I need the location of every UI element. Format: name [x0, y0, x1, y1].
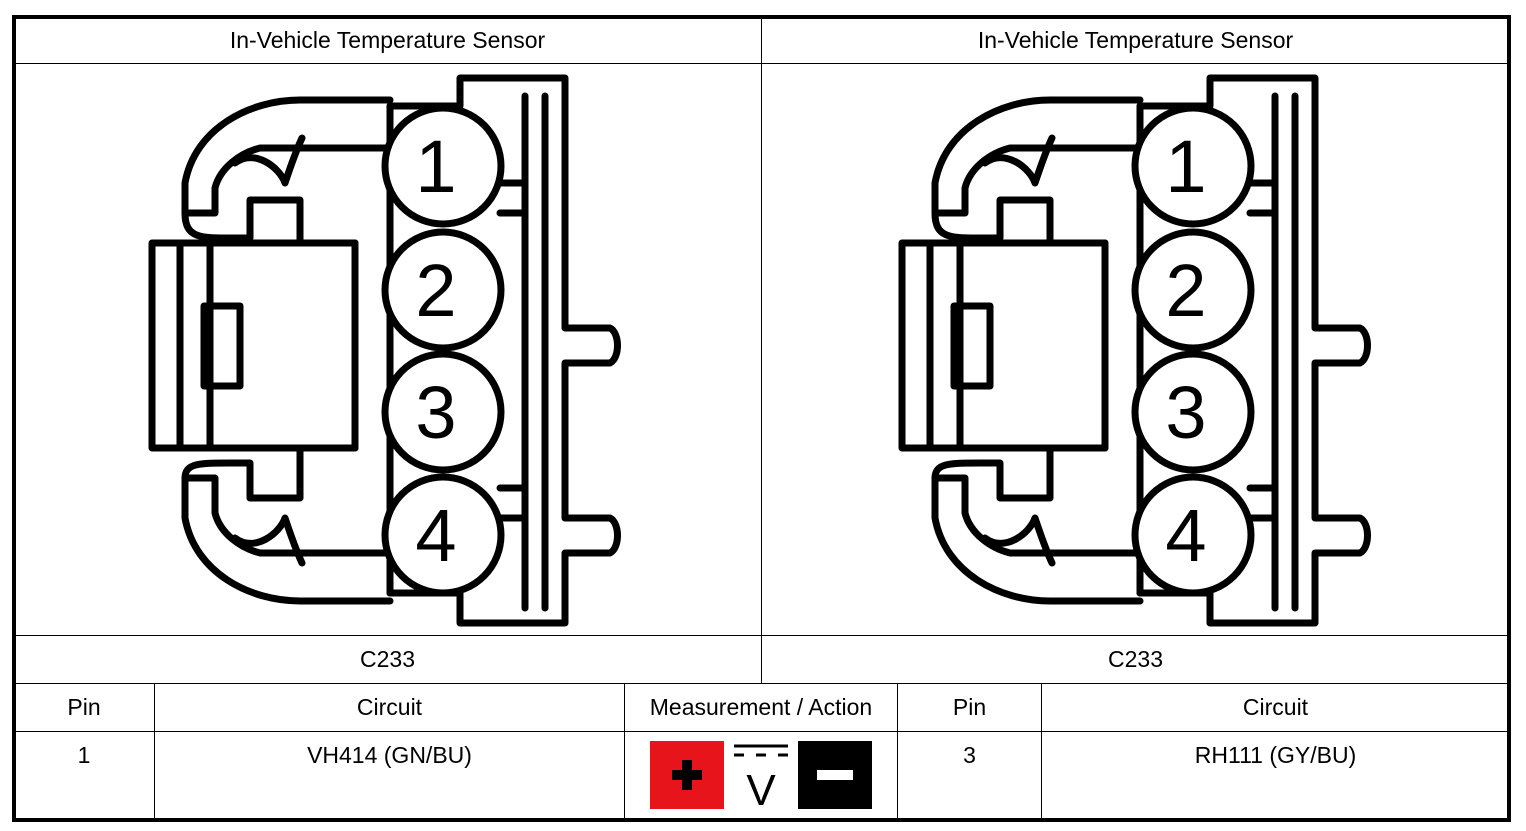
sensor-element-icon — [950, 302, 994, 390]
divider — [154, 683, 155, 819]
measurement-action-icons: V — [650, 741, 872, 815]
connector-body-outline — [148, 239, 359, 452]
divider — [624, 683, 625, 819]
terminal-cavity-frame — [496, 179, 529, 217]
divider — [14, 731, 1509, 732]
divider — [1041, 683, 1042, 819]
latch-clip — [231, 134, 306, 187]
pin-cavity-2 — [1131, 228, 1255, 352]
pin-cavity-4 — [1131, 473, 1255, 597]
terminal-cavity-frame — [1136, 74, 1371, 627]
minus-probe-icon — [798, 741, 872, 809]
header-measurement: Measurement / Action — [649, 694, 873, 720]
header-circuit-left: Circuit — [356, 694, 423, 720]
right-connector-diagram: 1 2 3 4 — [898, 74, 1371, 627]
divider — [897, 683, 898, 819]
right-connector-title: In-Vehicle Temperature Sensor — [977, 26, 1294, 53]
row-circuit-right: RH111 (GY/BU) — [1194, 742, 1357, 768]
sensor-element-icon — [200, 302, 244, 390]
pin-cavity-2 — [381, 228, 505, 352]
header-pin-right: Pin — [952, 694, 987, 720]
latch-clip — [981, 134, 1056, 187]
terminal-cavity-frame — [496, 484, 529, 522]
pin-number-label: 2 — [1165, 249, 1206, 332]
minus-sign-icon — [817, 770, 853, 780]
latch-clip — [981, 514, 1056, 567]
pin-number-label: 4 — [415, 494, 456, 577]
terminal-cavity-frame — [386, 74, 621, 627]
pin-cavity-3 — [381, 350, 505, 474]
voltage-symbol: V — [746, 766, 776, 809]
pin-number-label: 3 — [1165, 371, 1206, 454]
connector-latch-housing — [931, 96, 1144, 217]
terminal-cavity-frame — [1246, 179, 1279, 217]
plus-probe-icon — [650, 741, 724, 809]
row-pin-right: 3 — [963, 742, 976, 768]
left-connector-id: C233 — [360, 646, 415, 672]
pin-number-label: 3 — [415, 371, 456, 454]
pin-cavity-4 — [381, 473, 505, 597]
divider — [14, 683, 1509, 684]
connector-body-outline — [898, 239, 1109, 452]
latch-clip — [231, 514, 306, 567]
dc-voltage-icon: V — [730, 741, 792, 815]
left-connector-diagram: 1 2 3 4 — [148, 74, 621, 627]
divider — [761, 17, 762, 683]
pin-cavity-1 — [1131, 104, 1255, 228]
header-pin-left: Pin — [67, 694, 101, 720]
pin-number-label: 1 — [1165, 125, 1206, 208]
plus-sign-icon — [672, 760, 702, 790]
row-pin-left: 1 — [77, 742, 91, 768]
pin-number-label: 4 — [1165, 494, 1206, 577]
row-circuit-left: VH414 (GN/BU) — [307, 742, 472, 768]
pin-number-label: 1 — [415, 125, 456, 208]
pin-number-label: 2 — [415, 249, 456, 332]
right-connector-id: C233 — [1108, 646, 1163, 672]
left-connector-title: In-Vehicle Temperature Sensor — [229, 26, 546, 53]
terminal-cavity-frame — [1246, 484, 1279, 522]
pin-cavity-1 — [381, 104, 505, 228]
header-circuit-right: Circuit — [1242, 694, 1309, 720]
connector-latch-housing — [181, 96, 394, 217]
pin-cavity-3 — [1131, 350, 1255, 474]
